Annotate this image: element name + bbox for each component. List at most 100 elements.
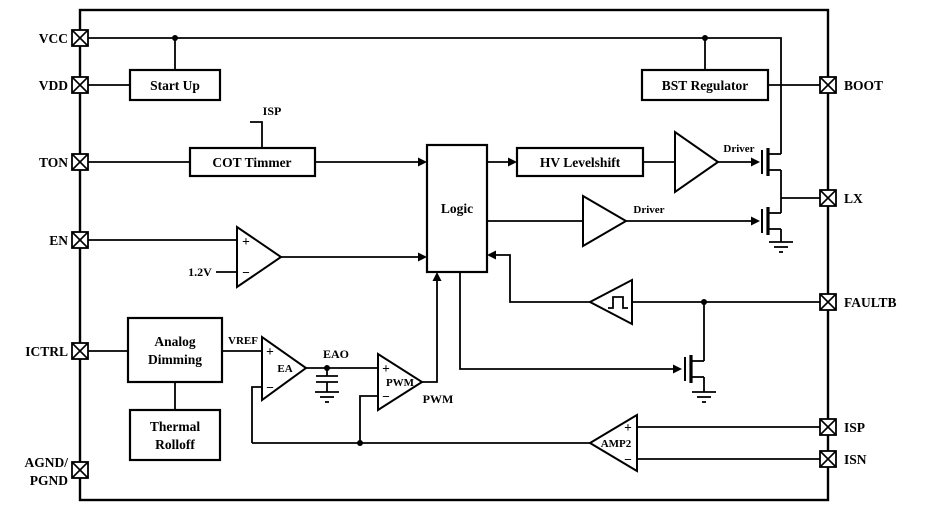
- ground-symbol-cap: [314, 391, 340, 403]
- highside-driver-label: Driver: [723, 143, 754, 155]
- pin-vcc-icon: [71, 29, 89, 47]
- ea-feedback-wire: [251, 386, 262, 443]
- analog-dimming-box: [126, 316, 224, 384]
- logic-to-faultfet-gate-wire: [459, 272, 673, 370]
- error-amplifier-triangle: [261, 335, 308, 402]
- isp-sense-stub-wire: [250, 121, 263, 148]
- pin-label-isp: ISP: [844, 420, 865, 435]
- pin-label-boot: BOOT: [844, 78, 883, 93]
- error-amplifier-plus: +: [266, 344, 274, 359]
- lowside-mosfet-icon: [760, 205, 783, 237]
- bst-regulator-box: [640, 68, 770, 102]
- pin-label-ton: TON: [39, 155, 68, 170]
- thermal-rolloff-box: [128, 408, 222, 462]
- pwm-minus-wire: [359, 395, 378, 443]
- lowside-driver: Driver: [582, 194, 665, 248]
- amp2-plus: +: [624, 420, 632, 435]
- faultb-to-logic-wire: [496, 254, 590, 303]
- block-cot-timer: COT Timmer: [188, 146, 317, 178]
- faultb-deglitch-buffer: [587, 278, 633, 326]
- pin-isp-icon: [819, 418, 837, 436]
- pin-label-vdd: VDD: [39, 78, 68, 93]
- pin-label-vcc: VCC: [39, 31, 68, 46]
- pwm-comparator-minus: −: [382, 389, 390, 404]
- ic-boundary: [78, 8, 830, 502]
- error-amplifier-label: EA: [277, 363, 292, 375]
- pwm-comparator-triangle: [377, 352, 424, 412]
- logic-label: Logic: [441, 201, 473, 216]
- amp2-minus: −: [624, 452, 632, 467]
- junction-eao-cap: [324, 365, 330, 371]
- junction-faultb-fet: [701, 299, 707, 305]
- en-comparator-triangle: [236, 225, 283, 289]
- pin-faultb-icon: [819, 293, 837, 311]
- ground-symbol-lowside: [768, 241, 794, 253]
- arrow-into-logic-pwm: [432, 272, 442, 281]
- pin-label-isn: ISN: [844, 452, 867, 467]
- junction-vcc-bst: [702, 35, 708, 41]
- junction-vcc-startup: [172, 35, 178, 41]
- cot-timer-label: COT Timmer: [212, 155, 291, 170]
- pwm-comparator-plus: +: [382, 361, 390, 376]
- error-amplifier-minus: −: [266, 380, 274, 395]
- pin-vdd-icon: [71, 76, 89, 94]
- analog-dimming-label-1: Analog: [154, 334, 196, 349]
- arrow-faultfet-gate: [673, 364, 682, 374]
- en-comparator-plus: +: [242, 234, 250, 249]
- block-bst-regulator: BST Regulator: [640, 68, 770, 102]
- ground-symbol-faultfet: [691, 391, 717, 403]
- arrow-into-logic-faultb: [487, 250, 496, 260]
- pin-label-faultb: FAULTB: [844, 295, 897, 310]
- highside-driver-triangle: [674, 130, 720, 194]
- highside-driver: Driver: [674, 130, 755, 194]
- pin-agnd-icon: [71, 461, 89, 479]
- ref-1p2v-label: 1.2V: [188, 265, 212, 279]
- block-hv-levelshift: HV Levelshift: [515, 146, 645, 178]
- hv-levelshift-label: HV Levelshift: [540, 155, 621, 170]
- pin-label-en: EN: [49, 233, 68, 248]
- arrow-highside-gate: [751, 157, 760, 167]
- wire-routing: [88, 37, 820, 460]
- start-up-label: Start Up: [150, 78, 200, 93]
- faultb-pulldown-mosfet-icon: [683, 353, 706, 385]
- hv-levelshift-box: [515, 146, 645, 178]
- block-thermal-rolloff: Thermal Rolloff: [128, 408, 222, 462]
- pin-ictrl-icon: [71, 342, 89, 360]
- start-up-box: [128, 68, 222, 102]
- junction-amp2-pwm: [357, 440, 363, 446]
- arrow-into-logic-en: [418, 252, 427, 262]
- pulse-icon: [608, 296, 628, 309]
- arrow-into-logic-cot: [418, 157, 427, 167]
- arrow-lowside-gate: [751, 216, 760, 226]
- arrow-into-levelshift: [508, 157, 517, 167]
- signal-arrows: [418, 157, 760, 374]
- cot-timer-box: [188, 146, 317, 178]
- amp2-triangle: [588, 413, 638, 473]
- analog-dimming-label-2: Dimming: [148, 352, 202, 367]
- eao-label: EAO: [323, 347, 349, 361]
- pin-labels: VCC VDD TON EN ICTRL AGND/ PGND BOOT LX …: [25, 31, 897, 488]
- bst-regulator-label: BST Regulator: [662, 78, 748, 93]
- lowside-driver-label: Driver: [633, 204, 664, 216]
- pin-label-ictrl: ICTRL: [25, 344, 68, 359]
- pin-boot-icon: [819, 76, 837, 94]
- error-amplifier: + − EA: [261, 335, 308, 402]
- pwm-to-logic-wire: [422, 281, 438, 383]
- pwm-comparator: + − PWM: [377, 352, 424, 412]
- pin-label-agnd-1: AGND/: [25, 455, 69, 470]
- pwm-output-label: PWM: [423, 392, 454, 406]
- isp-sense-label: ISP: [263, 104, 282, 118]
- pin-label-agnd-2: PGND: [30, 473, 68, 488]
- pwm-comparator-label: PWM: [386, 377, 415, 389]
- en-comparator: + −: [236, 225, 283, 289]
- logic-box: [425, 143, 489, 274]
- block-logic: Logic: [425, 143, 489, 274]
- amp2-label: AMP2: [601, 438, 632, 450]
- block-start-up: Start Up: [128, 68, 222, 102]
- vref-label: VREF: [228, 335, 258, 347]
- faultb-buffer-triangle: [587, 278, 633, 326]
- pin-lx-icon: [819, 189, 837, 207]
- block-analog-dimming: Analog Dimming: [126, 316, 224, 384]
